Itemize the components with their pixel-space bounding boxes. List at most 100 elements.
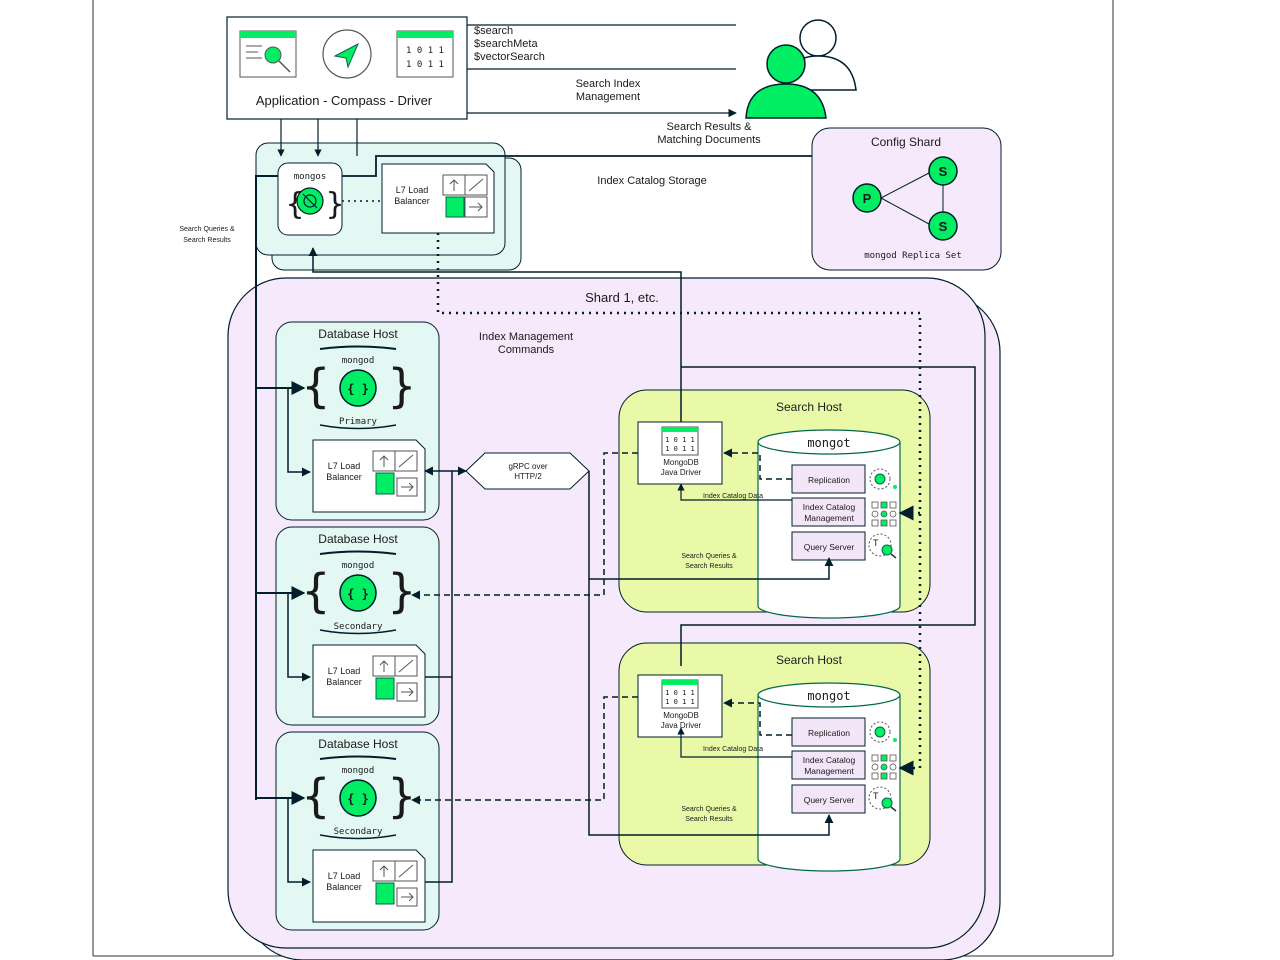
svg-text:{ }: { } [347,382,369,396]
load-balancer-icon [372,655,418,702]
grpc-label-1: gRPC over [508,462,547,471]
gear-icon [869,721,897,743]
mongod-node: mongod{}{ }Primary [302,345,416,432]
mongod-node: mongod{}{ }Secondary [302,755,416,842]
config-shard-title: Config Shard [871,135,941,149]
op-search: $search [474,25,513,37]
index-catalog-storage-label: Index Catalog Storage [597,175,706,187]
grpc-label-2: HTTP/2 [514,472,542,481]
java-driver-label: MongoDB [663,458,699,467]
mongos-to-config-line [342,149,845,177]
module-label: Replication [808,475,850,485]
replication-module: Replication [791,464,866,494]
query-search-icon: T [868,786,897,812]
mongod-label: mongod [342,561,375,571]
search-host-title: Search Host [776,653,843,667]
index-catalog-data-label: Index Catalog Data [703,746,763,753]
lb-label: L7 Load [328,461,361,471]
search-queries-label: Search Results [685,816,733,823]
client-to-user-lines [467,24,737,118]
users-icon [745,19,857,119]
router-load-balancer: L7 Load Balancer [381,163,495,234]
config-replica-label: mongod Replica Set [864,251,962,261]
module-label: Index Catalog [803,755,856,765]
load-balancer-icon [372,860,418,907]
binary-doc-icon: 1 0 1 1 1 0 1 1 [396,30,454,78]
mongod-label: mongod [342,356,375,366]
java-driver-label: Java Driver [661,468,702,477]
search-host-title: Search Host [776,400,843,414]
load-balancer-icon [372,450,418,497]
search-results-label-2: Matching Documents [657,134,761,146]
svg-text:1 0 1 1: 1 0 1 1 [665,698,695,706]
mongos-node: mongos { } [277,162,344,236]
module-label: Query Server [804,542,855,552]
shard-title: Shard 1, etc. [585,290,659,305]
mongod-role-label: Primary [339,417,378,427]
lb-label: Balancer [326,677,362,687]
module-label: Management [804,513,854,523]
client-label: Application - Compass - Driver [256,93,433,108]
query-search-icon: T [868,533,897,559]
config-secondary-label-2: S [939,219,948,234]
index-mgmt-commands-label-2: Commands [498,344,555,356]
lb-label: Balancer [326,882,362,892]
send-arrow-icon [322,29,372,79]
svg-text:}: } [326,187,344,222]
database-host: Database Host mongod {} { } Secondary L7 Load… [275,526,440,726]
grpc-node: gRPC over HTTP/2 [465,452,590,490]
mongod-node: mongod {} { } Secondary [302,550,416,637]
op-vectorsearch: $vectorSearch [474,51,545,63]
database-host-title: Database Host [318,737,398,751]
left-queries-label-2: Search Results [183,237,231,244]
svg-text:}: } [388,564,416,618]
svg-text:{ }: { } [347,587,369,601]
index-mgmt-commands-label-1: Index Management [479,331,573,343]
query-server-module: Query Server [791,784,866,814]
left-queries-label-1: Search Queries & [179,226,235,233]
replication-module: Replication [791,717,866,747]
op-searchmeta: $searchMeta [474,38,538,50]
mongod-role-label: Secondary [334,622,383,632]
search-queries-label: Search Queries & [681,806,737,813]
search-index-management-label-2: Management [576,91,640,103]
module-label: Replication [808,728,850,738]
svg-text:1 0 1 1: 1 0 1 1 [406,60,444,70]
config-primary-label: P [863,191,872,206]
svg-text:{ }: { } [347,792,369,806]
svg-text:{: { [302,769,330,823]
router-group: mongos { } L7 Load Balancer [255,142,522,271]
database-host-title: Database Host [318,327,398,341]
database-host-title: Database Host [318,532,398,546]
svg-text:T: T [873,791,879,801]
mongod-role-label: Secondary [334,827,383,837]
module-label: Query Server [804,795,855,805]
search-index-management-label-1: Search Index [576,78,641,90]
module-label: Management [804,766,854,776]
svg-text:{: { [302,564,330,618]
search-results-label-1: Search Results & [667,121,753,133]
config-shard: Config Shard P S S mongod Replica Set [811,127,1002,271]
shapes-grid-icon [871,501,897,527]
java-driver-label: MongoDB [663,711,699,720]
client-box: 1 0 1 1 1 0 1 1 Application - Compass - … [226,16,468,120]
module-label: Index Catalog [803,502,856,512]
shapes-grid-icon [871,754,897,780]
svg-text:1 0 1 1: 1 0 1 1 [665,436,695,444]
query-server-module: Query Server [791,531,866,561]
svg-text:1 0 1 1: 1 0 1 1 [665,445,695,453]
svg-text:{: { [302,359,330,413]
browser-search-icon [239,30,297,78]
